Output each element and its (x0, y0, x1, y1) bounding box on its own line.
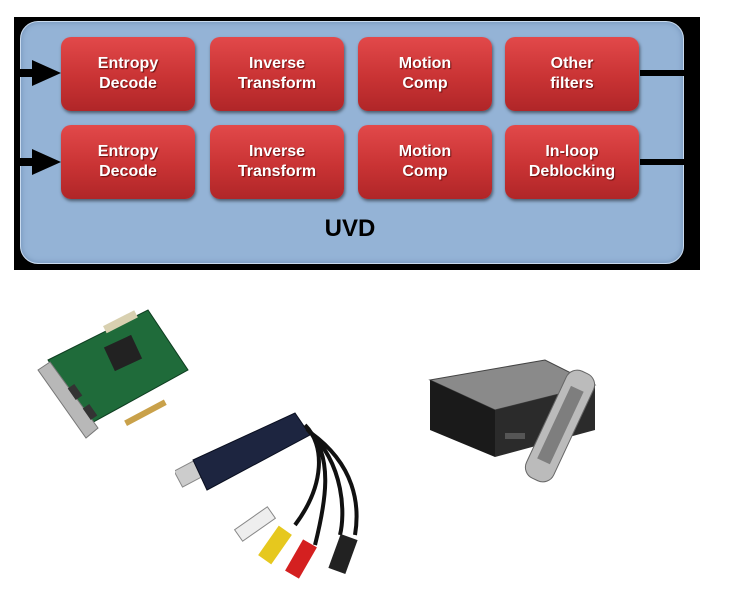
block-label: Entropy (97, 55, 159, 72)
block-label: Decode (99, 75, 157, 92)
output-line (640, 159, 690, 165)
block-label: Decode (99, 163, 157, 180)
uvd-label: UVD (324, 215, 376, 242)
block-label: Motion (398, 55, 452, 72)
capture-card-image (37, 309, 189, 439)
block-label: Other (550, 55, 594, 72)
input-arrow-icon (14, 60, 61, 86)
block-label: filters (550, 75, 594, 92)
block-label: Transform (237, 75, 317, 92)
output-line (640, 70, 690, 76)
block-label: Inverse (248, 143, 306, 160)
block-label: Deblocking (528, 163, 616, 180)
media-box-with-remote-image (428, 359, 597, 483)
block-label: In-loop (545, 143, 599, 160)
block-label: Inverse (248, 55, 306, 72)
block-label: Entropy (97, 143, 159, 160)
block-label: Comp (402, 75, 448, 92)
block-label: Comp (402, 163, 448, 180)
block-label: Transform (237, 163, 317, 180)
usb-capture-dongle-image (175, 412, 359, 579)
block-label: Motion (398, 143, 452, 160)
input-arrow-icon (14, 149, 61, 175)
block-other-filters: Other filters (505, 37, 639, 111)
